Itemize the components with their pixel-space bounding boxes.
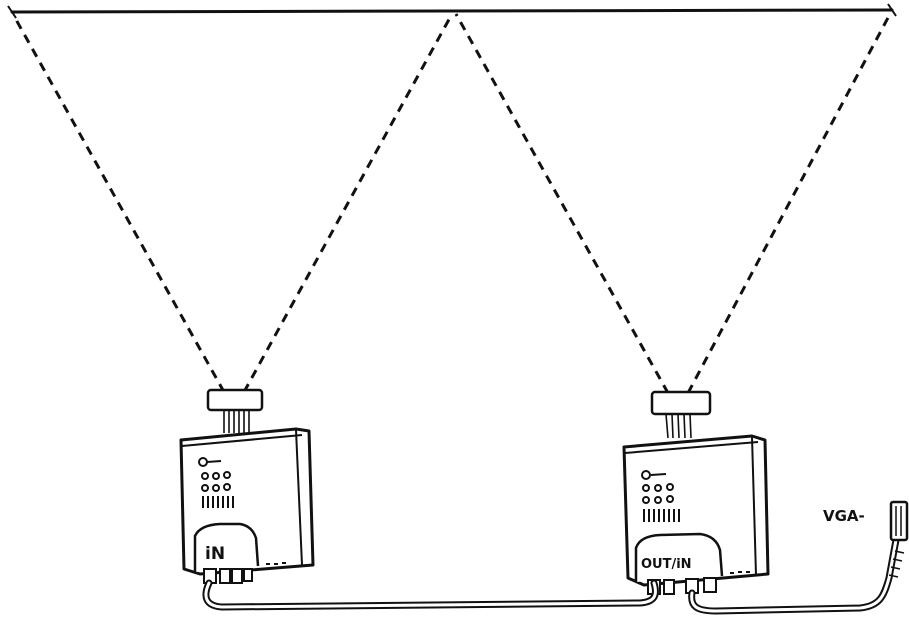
input-port-label: iN [205, 544, 225, 564]
left-projection-beam [12, 13, 454, 393]
vent-grille-icon [202, 496, 234, 508]
vga-cable-strain-relief [888, 550, 905, 578]
input-output-port-label: OUT/iN [641, 557, 692, 572]
left-projector: iN [179, 388, 315, 584]
projector-lens [650, 390, 712, 416]
vent-grille-icon [643, 509, 680, 522]
control-buttons-icon [642, 483, 674, 504]
control-buttons-icon [201, 471, 231, 492]
lens-barrel [665, 413, 692, 439]
status-dashes [266, 562, 286, 565]
screen-left-end [7, 5, 17, 19]
input-port-panel [193, 522, 260, 572]
screen-right-end [887, 3, 897, 17]
input-output-port-panel [634, 532, 724, 582]
right-projector: OUT/iN [622, 390, 770, 595]
vga-label: VGA- [823, 507, 865, 525]
power-indicator-icon [641, 470, 651, 480]
bottom-connectors [203, 568, 253, 584]
power-indicator-icon [198, 457, 208, 467]
projection-screen [10, 8, 894, 14]
right-projection-beam [454, 13, 892, 394]
lens-barrel [223, 411, 250, 433]
vga-connector-icon [889, 500, 909, 542]
status-dashes [730, 571, 750, 574]
projector-lens [206, 388, 264, 412]
